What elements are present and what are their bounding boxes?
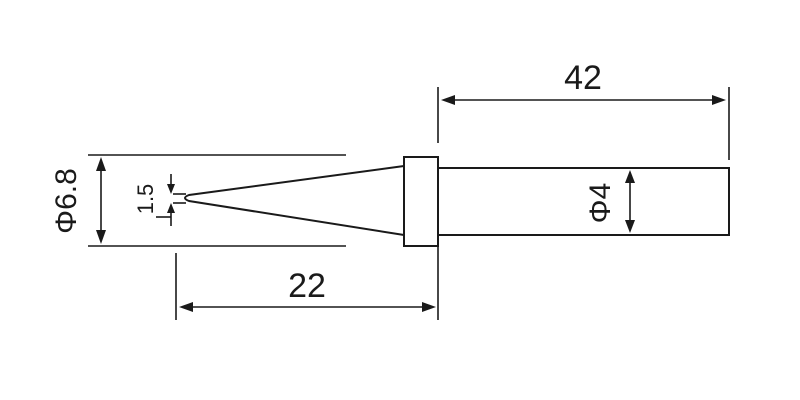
- dimension-tip-length: 22: [179, 267, 436, 312]
- part-outline: [184, 156, 730, 247]
- dim-label-4: Φ4: [584, 183, 617, 224]
- dimension-body-diameter: Φ6.8: [50, 157, 106, 244]
- arrowhead-right: [422, 302, 436, 312]
- arrowhead-bottom: [625, 220, 635, 233]
- arrowhead-left: [179, 302, 193, 312]
- arrowhead-right: [712, 95, 726, 105]
- dim-label-22: 22: [288, 267, 326, 305]
- dimension-overall-length: 42: [441, 59, 726, 105]
- extension-lines: [88, 87, 730, 320]
- dim-label-1-5: 1.5: [133, 184, 158, 215]
- arrowhead-top: [96, 157, 106, 171]
- arrowhead-bottom: [96, 230, 106, 244]
- arrowhead-top: [625, 170, 635, 183]
- dim-label-42: 42: [564, 59, 602, 97]
- dim-label-6-8: Φ6.8: [50, 168, 83, 234]
- arrowhead-left: [441, 95, 455, 105]
- dimension-shank-diameter: Φ4: [584, 170, 635, 233]
- shank: [438, 167, 730, 236]
- arrowhead-up: [167, 203, 175, 213]
- arrowhead-down: [167, 184, 175, 194]
- collar: [403, 156, 439, 247]
- dimension-tip-width: 1.5: [133, 174, 175, 226]
- conical-tip: [184, 165, 405, 236]
